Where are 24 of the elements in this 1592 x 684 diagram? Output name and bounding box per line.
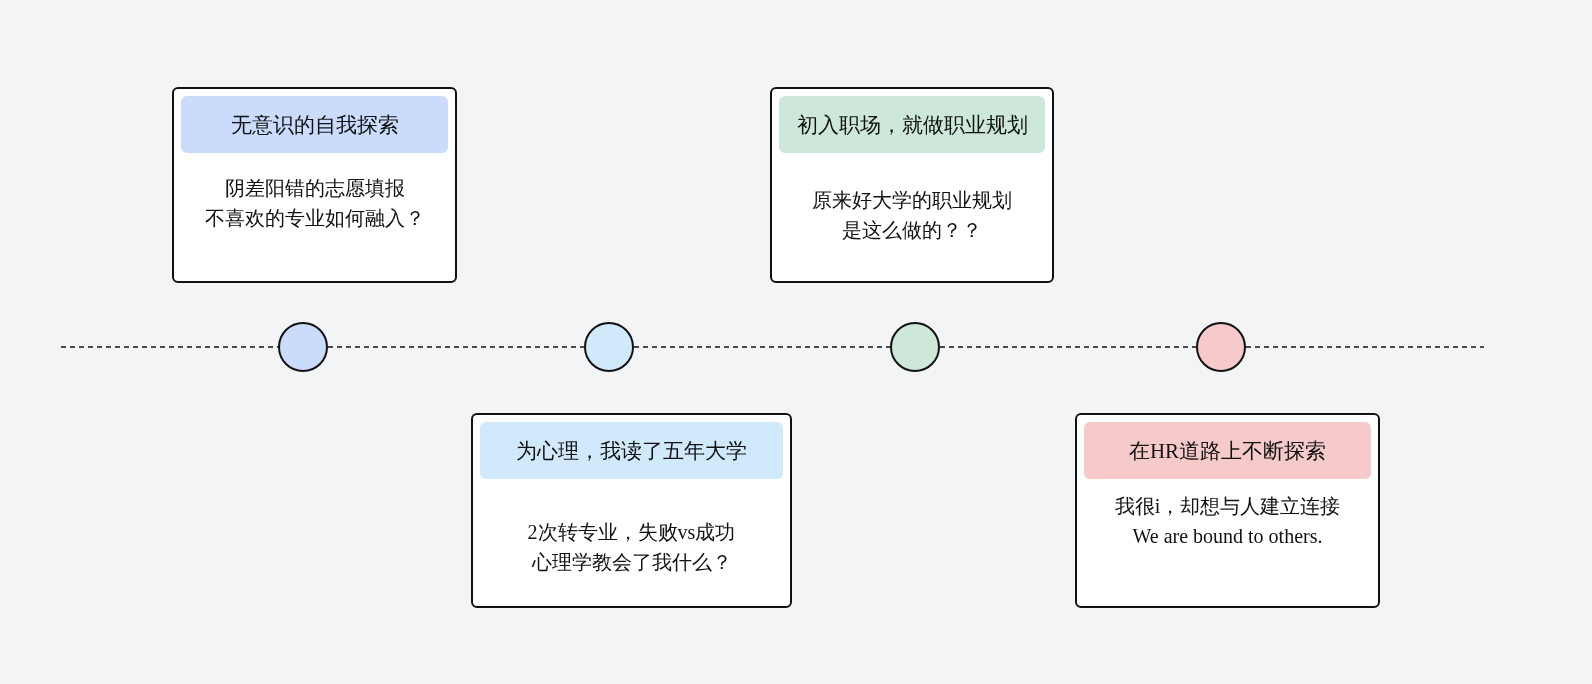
card-text: 2次转专业，失败vs成功 bbox=[527, 520, 736, 545]
timeline-marker bbox=[278, 322, 328, 372]
timeline-card bbox=[172, 87, 457, 283]
timeline-card bbox=[471, 413, 792, 608]
timeline-marker bbox=[1196, 322, 1246, 372]
card-text: 我很i，却想与人建立连接 bbox=[1114, 494, 1341, 519]
card-text: 心理学教会了我什么？ bbox=[531, 550, 732, 575]
timeline-card bbox=[770, 87, 1054, 283]
card-text: 不喜欢的专业如何融入？ bbox=[204, 206, 425, 231]
timeline-line bbox=[327, 346, 585, 348]
timeline-line bbox=[939, 346, 1197, 348]
card-heading: 在HR道路上不断探索 bbox=[1084, 422, 1371, 479]
card-text: We are bound to others. bbox=[1132, 524, 1323, 549]
timeline-card bbox=[1075, 413, 1380, 608]
card-heading: 初入职场，就做职业规划 bbox=[779, 96, 1045, 153]
timeline-marker bbox=[890, 322, 940, 372]
card-text: 是这么做的？？ bbox=[842, 218, 982, 243]
card-text: 原来好大学的职业规划 bbox=[812, 188, 1012, 213]
card-heading: 无意识的自我探索 bbox=[181, 96, 448, 153]
card-text: 阴差阳错的志愿填报 bbox=[224, 176, 405, 201]
card-heading: 为心理，我读了五年大学 bbox=[480, 422, 783, 479]
timeline-line bbox=[1245, 346, 1485, 348]
timeline-line bbox=[633, 346, 891, 348]
timeline-marker bbox=[584, 322, 634, 372]
